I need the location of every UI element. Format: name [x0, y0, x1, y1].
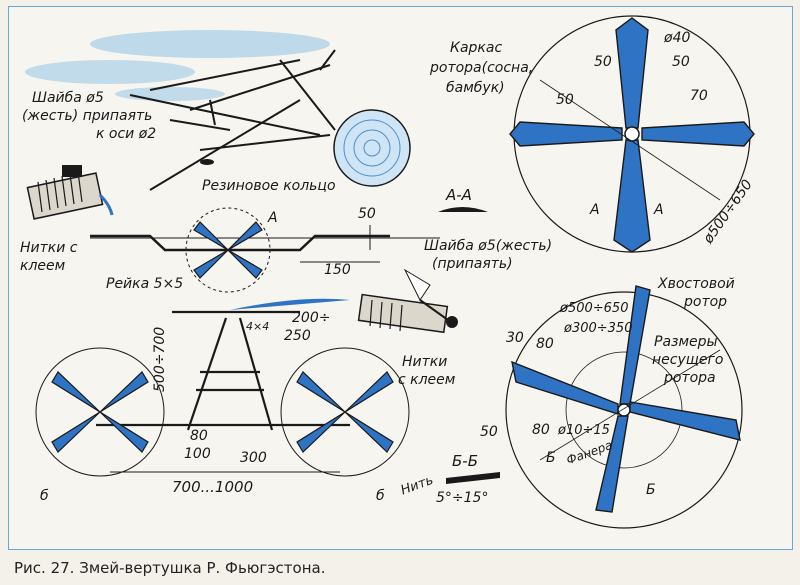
rotor-blur-left — [25, 60, 195, 84]
rotor-blur-top — [90, 30, 330, 58]
dim-4x4: 4×4 — [246, 320, 269, 333]
blade-right — [641, 121, 755, 147]
label-washer-left-1: Шайба ø5 — [32, 90, 104, 106]
spool-detail-left — [26, 165, 114, 220]
label-tail-rotor-1: Хвостовой — [657, 276, 735, 292]
label-frame-1: Каркас — [450, 40, 502, 56]
dim-150: 150 — [324, 262, 351, 278]
dim-50b: 50 — [672, 54, 690, 70]
dim-50a: 50 — [594, 54, 612, 70]
dim-d300-350: ø300÷350 — [563, 321, 632, 336]
label-main-rotor-1: Размеры — [654, 334, 718, 350]
label-b-left: б — [40, 488, 49, 504]
dim-d40: ø40 — [663, 30, 690, 46]
dim-50c: 50 — [556, 92, 574, 108]
dim-100: 100 — [184, 446, 211, 462]
label-thread: Нить — [399, 473, 436, 499]
dim-d10-15: ø10÷15 — [557, 423, 610, 438]
dim-50d: 50 — [480, 424, 498, 440]
label-threads-left-1: Нитки с — [20, 240, 78, 256]
cut-b-right: Б — [646, 482, 656, 498]
section-aa-shape — [438, 207, 488, 212]
cut-a-left: А — [589, 202, 600, 218]
label-threads-mid-2: с клеем — [398, 372, 456, 388]
dim-angle: 5°÷15° — [436, 490, 488, 506]
dim-d500-650-bot: ø500÷650 — [559, 301, 628, 316]
blade-top — [615, 17, 649, 129]
dim-500-700: 500÷700 — [152, 327, 168, 392]
dim-250: 250 — [284, 328, 311, 344]
dim-70: 70 — [690, 88, 708, 104]
main-blade-right — [629, 401, 741, 441]
tail-rotor-disc — [333, 109, 411, 187]
spool-detail-mid — [357, 268, 458, 334]
kite-sketch — [25, 30, 411, 191]
kite-front-view — [35, 298, 410, 477]
label-washer-mid-1: Шайба ø5(жесть) — [424, 238, 552, 254]
label-frame-2: ротора(сосна, — [429, 60, 533, 76]
main-blade-left — [511, 360, 619, 415]
blade-left — [509, 121, 623, 147]
label-threads-left-2: клеем — [20, 258, 66, 274]
label-main-rotor-3: ротора — [663, 370, 716, 386]
rotor-frame-top — [509, 15, 755, 253]
dim-300: 300 — [240, 450, 267, 466]
figure-caption: Рис. 27. Змей-вертушка Р. Фьюгэстона. — [14, 559, 326, 577]
label-rail: Рейка 5×5 — [106, 276, 183, 292]
rail-with-rotor-a — [90, 207, 440, 293]
label-washer-mid-2: (припаять) — [432, 256, 513, 272]
label-main-rotor-2: несущего — [652, 352, 723, 368]
label-washer-left-3: к оси ø2 — [96, 126, 156, 142]
main-rotor — [505, 285, 743, 529]
dim-80: 80 — [190, 428, 208, 444]
dim-700-1000: 700...1000 — [172, 478, 253, 496]
cut-a-right: А — [653, 202, 664, 218]
dim-80b: 80 — [536, 336, 554, 352]
blade-bottom — [613, 139, 651, 253]
label-rubber-ring: Резиновое кольцо — [202, 178, 336, 194]
dim-d500-650-top: ø500÷650 — [700, 177, 756, 247]
cut-b-left: Б — [546, 450, 556, 466]
dim-200: 200÷ — [292, 310, 330, 326]
label-tail-rotor-2: ротор — [683, 294, 727, 310]
label-section-aa: А-А — [445, 186, 472, 204]
section-bb-shape — [446, 472, 500, 484]
label-letter-a: А — [267, 210, 278, 226]
label-frame-3: бамбук) — [446, 80, 505, 96]
dim-rail-50: 50 — [358, 206, 376, 222]
label-section-bb: Б-Б — [452, 452, 478, 470]
dim-80c: 80 — [532, 422, 550, 438]
label-b-right: б — [376, 488, 385, 504]
label-washer-left-2: (жесть) припаять — [22, 108, 152, 124]
label-threads-mid-1: Нитки — [402, 354, 447, 370]
dim-30: 30 — [506, 330, 524, 346]
